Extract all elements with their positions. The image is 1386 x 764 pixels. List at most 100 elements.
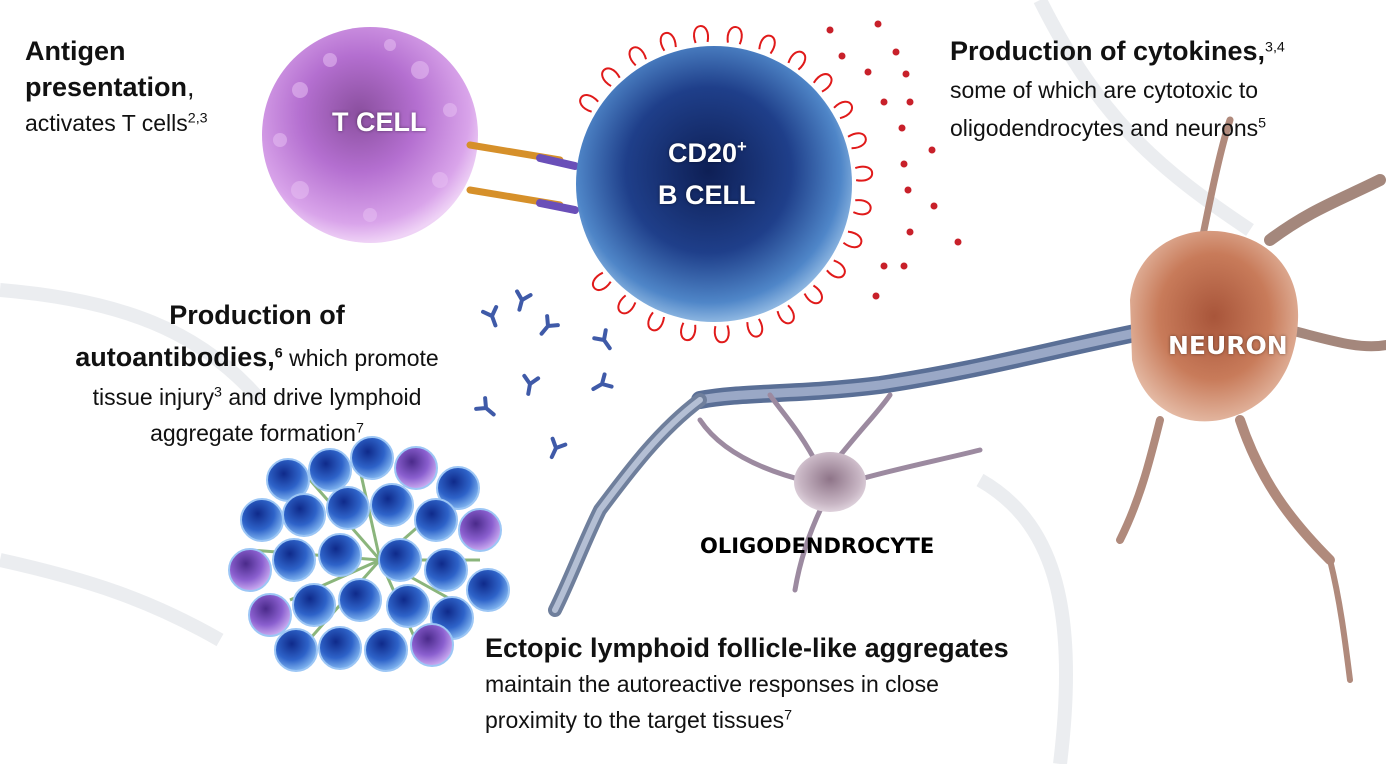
neuron-cell — [1130, 230, 1299, 422]
aggregate-cell — [272, 538, 316, 582]
aggregate-cell — [282, 493, 326, 537]
autoantibodies-title-row: autoantibodies,6 which promote — [22, 336, 492, 379]
aggregate-cell — [274, 628, 318, 672]
cytokines-title-row: Production of cytokines,3,4 — [950, 32, 1285, 71]
aggregate-cell — [414, 498, 458, 542]
cd20-loop — [659, 31, 677, 52]
cd20-loop — [617, 294, 637, 315]
cd20-label: CD20 — [668, 138, 738, 168]
cytokines-text: Production of cytokines,3,4 some of whic… — [950, 32, 1285, 147]
cd20-loop — [852, 199, 872, 216]
autoantibodies-line-3-row: tissue injury3 and drive lymphoid — [22, 379, 492, 415]
autoantibodies-line-4-row: aggregate formation7 — [22, 415, 492, 451]
autoantibodies-line-4: aggregate formation — [150, 420, 356, 446]
aggregate-cell — [458, 508, 502, 552]
aggregate-cell — [308, 448, 352, 492]
antigen-body: activates T cells — [25, 110, 188, 136]
neuron-label: NEURON — [1168, 331, 1288, 360]
antigen-title-2: presentation — [25, 72, 188, 102]
cd20-loop — [579, 94, 599, 113]
autoantibodies-line-3: tissue injury — [92, 384, 215, 410]
cd20-loop — [787, 50, 807, 71]
antigen-body-row: activates T cells2,3 — [25, 105, 208, 141]
oligodendrocyte-label: OLIGODENDROCYTE — [700, 534, 935, 558]
cd20-loop — [726, 26, 743, 45]
antigen-sup: 2,3 — [187, 110, 208, 127]
aggregate-cell — [292, 583, 336, 627]
t-cell-label: T CELL — [332, 107, 427, 137]
cd20-loop — [803, 284, 823, 305]
ectopic-line-2: proximity to the target tissues — [485, 707, 785, 733]
autoantibodies-text: Production of autoantibodies,6 which pro… — [22, 294, 492, 451]
ectopic-line-1: maintain the autoreactive responses in c… — [485, 671, 939, 697]
autoantibodies-line-3-sup: 3 — [214, 384, 222, 401]
antigen-title-1: Antigen — [25, 36, 126, 66]
aggregate-cell — [370, 483, 414, 527]
aggregate-cell — [364, 628, 408, 672]
cd20-loop — [713, 325, 730, 344]
antigen-title-2-row: presentation, — [25, 69, 208, 105]
aggregate-cell — [378, 538, 422, 582]
lymphoid-aggregate — [228, 436, 510, 672]
cd20-loop — [842, 230, 863, 249]
cd20-loop — [680, 322, 697, 342]
background-fibers — [0, 0, 1254, 764]
cd20-loop — [812, 73, 833, 93]
t-cell — [262, 27, 478, 243]
cd20-loop — [591, 271, 612, 291]
aggregate-cell — [410, 623, 454, 667]
aggregate-cell — [318, 626, 362, 670]
ectopic-text: Ectopic lymphoid follicle-like aggregate… — [485, 630, 1009, 738]
aggregate-cell — [248, 593, 292, 637]
ectopic-line-2-sup: 7 — [784, 707, 793, 724]
cytokines — [826, 20, 962, 300]
oligodendrocyte-cell — [697, 392, 983, 593]
autoantibodies-title: autoantibodies, — [75, 342, 275, 372]
receptor-bridge — [466, 141, 579, 214]
cd20-loop — [746, 318, 764, 338]
cytokines-line-2: oligodendrocytes and neurons — [950, 115, 1259, 141]
aggregate-cell — [326, 486, 370, 530]
cytokines-line-2-row: oligodendrocytes and neurons5 — [950, 109, 1285, 147]
cytokines-title: Production of cytokines, — [950, 36, 1266, 66]
cd20-loop — [854, 165, 874, 182]
cd20-loop — [833, 100, 853, 120]
autoantibodies-line-3-tail: and drive lymphoid — [221, 384, 422, 410]
neuron-processes — [548, 116, 1386, 683]
aggregate-cell — [466, 568, 510, 612]
aggregate-cell — [240, 498, 284, 542]
b-cell-label: B CELL — [658, 180, 756, 210]
cd20-loop — [693, 25, 709, 44]
aggregate-cell — [318, 533, 362, 577]
autoantibodies-title-sup: 6 — [274, 345, 283, 362]
cytokines-line-1: some of which are cytotoxic to — [950, 77, 1259, 103]
autoantibodies-line-1: Production of — [169, 300, 345, 330]
autoantibodies-line-4-sup: 7 — [355, 420, 364, 437]
cd20-loop — [847, 132, 867, 150]
antigen-title-tail: , — [187, 72, 195, 102]
aggregate-cell — [424, 548, 468, 592]
b-cell — [576, 46, 852, 322]
cd20-label-row: CD20+ — [668, 138, 747, 169]
aggregate-cell — [338, 578, 382, 622]
antibodies — [474, 289, 614, 460]
cd20-loop — [628, 46, 648, 67]
cd20-loop — [647, 311, 666, 332]
aggregate-cell — [386, 584, 430, 628]
aggregate-cell — [350, 436, 394, 480]
antigen-text: Antigen presentation, activates T cells2… — [25, 33, 208, 141]
cd20-sup: + — [737, 137, 747, 156]
cytokines-line-2-sup: 5 — [1258, 115, 1267, 132]
autoantibodies-line-2: which promote — [282, 345, 439, 371]
cd20-loop — [601, 67, 621, 87]
aggregate-cell — [436, 466, 480, 510]
ectopic-line-2-row: proximity to the target tissues7 — [485, 702, 1009, 738]
cd20-loop — [758, 34, 776, 55]
cd20-receptors — [579, 25, 874, 344]
cd20-loop — [826, 259, 846, 279]
aggregate-cell — [394, 446, 438, 490]
cd20-loop — [776, 304, 795, 325]
cytokines-title-sup: 3,4 — [1265, 39, 1285, 56]
